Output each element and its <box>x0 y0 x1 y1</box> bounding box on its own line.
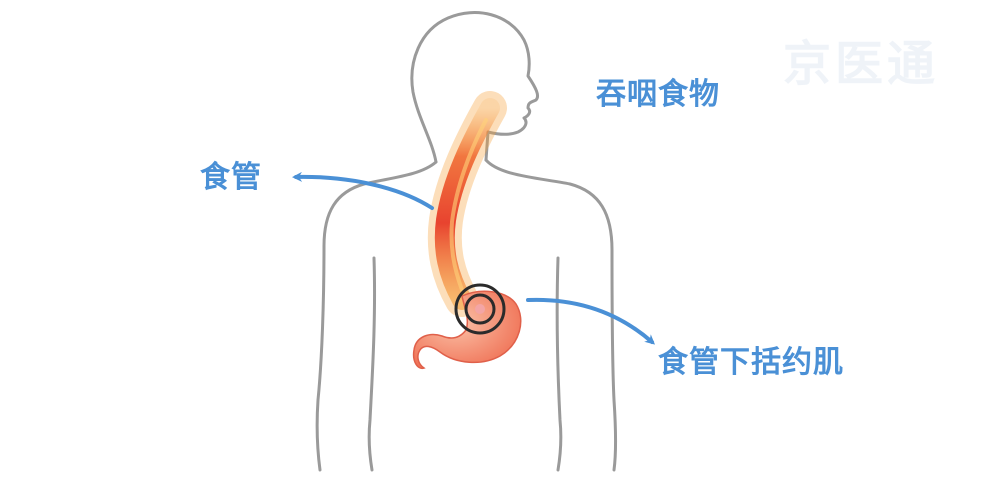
sphincter-inner-ring <box>464 293 496 325</box>
left-torso-contour <box>367 256 377 472</box>
watermark-logo: 京医通 <box>783 36 940 92</box>
esophagus-arrow <box>292 171 434 210</box>
esophagus <box>427 91 507 317</box>
sphincter-outer-ring <box>454 283 506 335</box>
esophagus-label: 食管 <box>200 160 262 195</box>
sphincter-arrow <box>526 297 656 345</box>
right-shoulder-outline <box>484 158 617 472</box>
body-outline <box>315 11 617 472</box>
lower-esophageal-sphincter-label: 食管下括约肌 <box>658 345 844 380</box>
swallow-food-label: 吞咽食物 <box>596 77 720 112</box>
head-outline <box>410 11 540 164</box>
esophagus-body <box>434 98 500 310</box>
esophagus-highlight <box>449 118 488 292</box>
right-torso-contour <box>555 256 563 472</box>
sphincter-marker <box>454 283 506 335</box>
sphincter-center <box>475 304 485 314</box>
left-shoulder-outline <box>315 160 438 472</box>
